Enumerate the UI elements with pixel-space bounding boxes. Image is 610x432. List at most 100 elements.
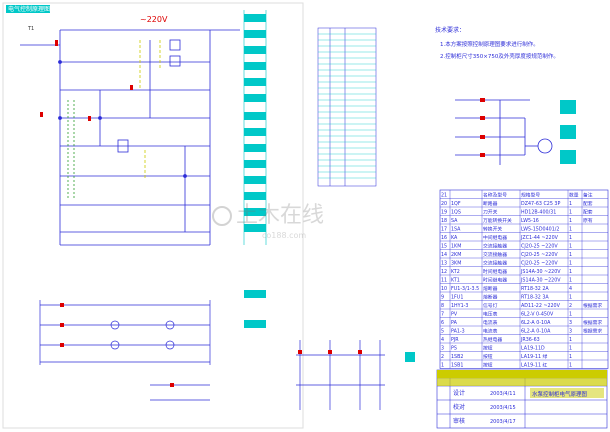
table-cell: RT18-32 3A xyxy=(521,294,549,300)
table-cell: 3 xyxy=(569,320,572,326)
table-cell: KT1 xyxy=(451,277,460,283)
table-cell: FU1-3/1-3.5 xyxy=(451,286,479,292)
table-cell: 时间继电器 xyxy=(483,276,507,283)
table-cell: CJ20-25 ~220V xyxy=(521,260,558,266)
table-cell: 3 xyxy=(441,345,444,351)
table-cell: SA xyxy=(451,218,458,224)
watermark-url: co188.com xyxy=(262,231,306,240)
title-block: 水泵控制柜电气原理图 xyxy=(436,369,608,429)
table-cell: 电压表 xyxy=(483,310,498,317)
table-cell: 1HY1-3 xyxy=(451,303,468,309)
table-cell: KT2 xyxy=(451,269,460,275)
table-cell: 4 xyxy=(569,286,572,292)
table-cell: 6 xyxy=(441,320,444,326)
table-cell: 1SA xyxy=(451,226,461,232)
table-cell: 1FU1 xyxy=(451,294,463,300)
table-cell: 4 xyxy=(441,337,444,343)
table-cell: 1 xyxy=(569,345,572,351)
watermark-brand: 土木在线 xyxy=(236,203,324,228)
table-cell: LW5-15D0401/2 xyxy=(521,226,559,232)
table-cell: 按钮 xyxy=(483,344,493,351)
table-cell: 刀开关 xyxy=(483,208,498,215)
table-cell: 12 xyxy=(441,269,447,275)
title-role: 校对 xyxy=(453,403,465,411)
table-cell: 1KM xyxy=(451,243,461,249)
notes-title: 技术要求： xyxy=(435,26,465,34)
control-circuit xyxy=(20,29,240,246)
title-date: 2003/4/11 xyxy=(490,391,516,397)
table-cell: 交流接触器 xyxy=(483,251,507,258)
terminal-block xyxy=(317,27,377,187)
table-cell: 交流接触器 xyxy=(483,242,507,249)
table-cell: 时间继电器 xyxy=(483,268,507,275)
table-cell: 14 xyxy=(441,252,447,258)
table-cell: 5 xyxy=(441,328,444,334)
table-cell: 3KM xyxy=(451,260,461,266)
table-cell: RT18-32 2A xyxy=(521,286,549,292)
table-cell: 7 xyxy=(441,311,444,317)
terminal-rows xyxy=(318,33,376,179)
table-cell: 断路器 xyxy=(483,200,498,207)
table-cell: HD12B-400/31 xyxy=(521,209,556,215)
table-cell: 6L2-A 0-10A xyxy=(521,320,551,326)
table-cell: LA19-11 红 xyxy=(521,361,548,368)
table-cell: 9 xyxy=(441,294,444,300)
title-role: 设计 xyxy=(453,389,465,397)
table-cell: 1SB2 xyxy=(451,354,463,360)
motor-label-blocks xyxy=(560,100,576,164)
header-tag: 电气控制原理图 xyxy=(8,5,50,13)
table-header-cell: 21 xyxy=(441,192,447,198)
table-cell: 2 xyxy=(441,354,444,360)
table-cell: 信号灯 xyxy=(483,302,498,309)
table-cell: 19 xyxy=(441,209,447,215)
table-cell: 按钮 xyxy=(483,353,493,360)
table-cell: 1 xyxy=(569,226,572,232)
sensor-marks xyxy=(298,350,362,354)
table-cell: 1 xyxy=(569,311,572,317)
table-cell: 6L2-V 0-450V xyxy=(521,311,554,317)
table-cell: PJR xyxy=(451,337,459,343)
notes-line2: 2.控制柜尺寸350×750及外壳厚度按规范制作。 xyxy=(440,52,559,60)
motor-fuses xyxy=(480,98,485,157)
function-column xyxy=(243,10,267,245)
table-cell: 1 xyxy=(569,260,572,266)
table-cell: 根据需求 xyxy=(583,327,602,334)
table-cell: 电流表 xyxy=(483,319,498,326)
table-header-cell: 名称及型号 xyxy=(483,191,507,198)
meter-circuits xyxy=(39,300,211,401)
table-cell: 10 xyxy=(441,286,447,292)
table-cell: LA19-11 绿 xyxy=(521,353,548,360)
table-cell: 11 xyxy=(441,277,447,283)
table-cell: 根据需求 xyxy=(583,319,602,326)
table-cell: 1 xyxy=(569,354,572,360)
table-cell: 6L2-A 0-10A xyxy=(521,328,551,334)
motor-circuit xyxy=(455,99,553,165)
meter-marks xyxy=(60,303,174,387)
table-header-cell: 数量 xyxy=(569,191,579,198)
table-cell: 1 xyxy=(441,362,444,368)
table-cell: DZ47-63 C25 3P xyxy=(521,201,560,207)
table-cell: 按钮 xyxy=(483,361,493,368)
table-cell: PA1-3 xyxy=(451,328,465,334)
table-cell: 1 xyxy=(569,269,572,275)
table-cell: 1 xyxy=(569,218,572,224)
table-cell: 中间继电器 xyxy=(483,234,507,241)
table-cell: 万能转换开关 xyxy=(483,217,512,224)
table-cell: 电流表 xyxy=(483,327,498,334)
table-cell: 18 xyxy=(441,218,447,224)
table-cell: JZC1-44 ~220V xyxy=(520,235,559,241)
table-cell: 8 xyxy=(441,303,444,309)
table-cell: 转换开关 xyxy=(483,225,502,232)
table-cell: 1QS xyxy=(451,209,461,215)
table-cell: 3 xyxy=(569,328,572,334)
table-cell: 1SB1 xyxy=(451,362,463,368)
tie-lines xyxy=(67,100,75,200)
table-cell: 1 xyxy=(569,235,572,241)
table-cell: 20 xyxy=(441,201,447,207)
table-cell: PA xyxy=(451,320,458,326)
notes-line1: 1.本方案按照控制原理图要求进行制作。 xyxy=(440,40,539,48)
table-cell: 16 xyxy=(441,235,447,241)
table-cell: CJ20-25 ~220V xyxy=(521,243,558,249)
table-cell: 17 xyxy=(441,226,447,232)
